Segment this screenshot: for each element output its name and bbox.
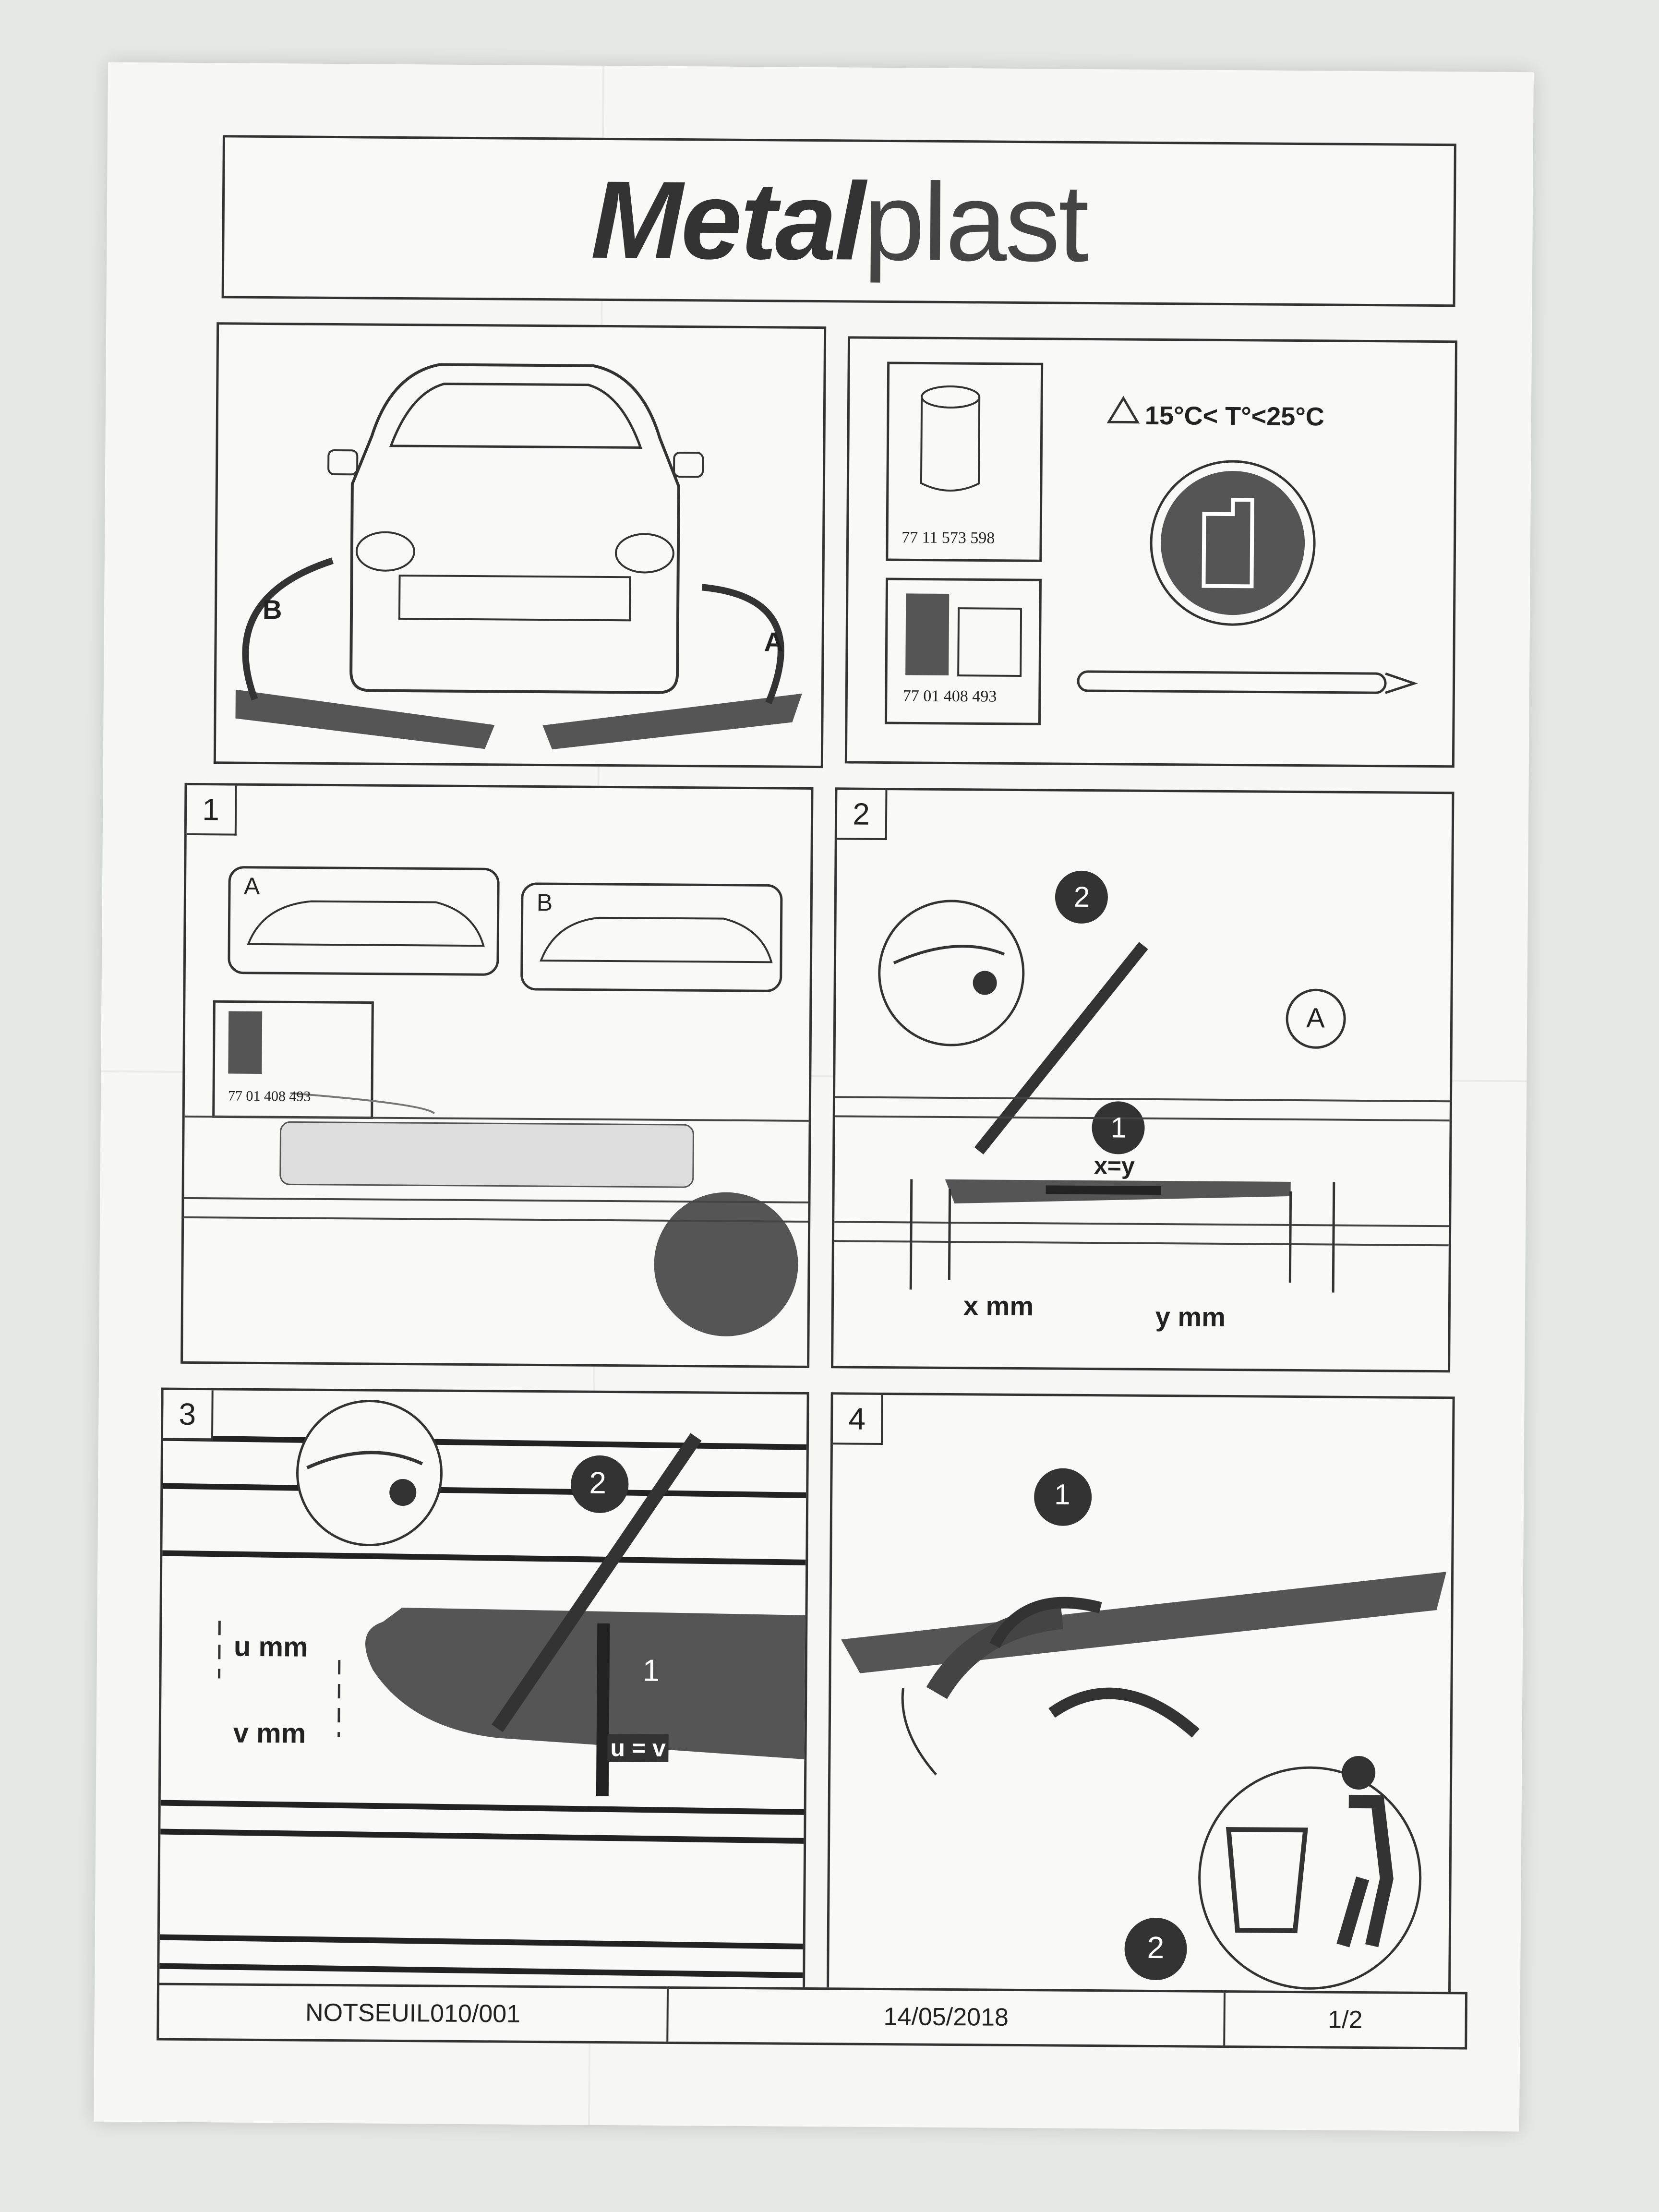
y-mm-label: y mm xyxy=(1155,1301,1226,1333)
circle-2: 2 xyxy=(1147,1930,1165,1965)
brand-logo: Metalplast xyxy=(590,156,1088,286)
sill-plate-a xyxy=(542,693,802,750)
eye-icon xyxy=(878,900,1025,1046)
footer-bar: NOTSEUIL010/001 14/05/2018 1/2 xyxy=(156,1983,1468,2050)
brand-header: Metalplast xyxy=(221,135,1456,307)
sill-plate-end xyxy=(365,1608,805,1759)
step-number: 2 xyxy=(837,790,888,841)
step-number: 1 xyxy=(186,785,237,836)
label-b: B xyxy=(262,594,282,625)
gloves-icon xyxy=(1161,471,1305,615)
pencil-icon xyxy=(1077,670,1387,694)
tape-code: 77 11 573 598 xyxy=(902,529,995,547)
sill-plate-peel xyxy=(841,1572,1447,1673)
step-number: 4 xyxy=(832,1395,883,1445)
panel-step-4: 4 1 2 xyxy=(826,1392,1455,1997)
car-front-illustration xyxy=(235,363,802,750)
panel-materials: 77 11 573 598 77 01 408 493 15°C< T°<25°… xyxy=(844,336,1458,768)
cleaner-bottle-icon xyxy=(905,593,950,675)
cleaner-code: 77 01 408 493 xyxy=(902,687,997,706)
label-b: B xyxy=(536,889,553,916)
hand-icon xyxy=(901,1688,938,1776)
panel-step-1: 1 A B 77 01 408 493 xyxy=(180,782,814,1368)
logo-bold-text: Metal xyxy=(590,157,864,283)
circle-1: 1 xyxy=(1110,1111,1127,1144)
car-side-a xyxy=(247,900,485,947)
circle-1: 1 xyxy=(642,1653,660,1688)
panel-car-overview: B A xyxy=(213,322,827,769)
step-number: 3 xyxy=(163,1390,214,1441)
u-mm-label: u mm xyxy=(233,1631,308,1663)
panel-step-3: 3 2 1 u mm v mm u = v xyxy=(156,1387,809,2011)
eye-icon xyxy=(296,1400,443,1547)
label-a: A xyxy=(1306,1002,1325,1034)
circle-2: 2 xyxy=(589,1465,607,1501)
circle-1: 1 xyxy=(1054,1478,1070,1511)
page-number: 1/2 xyxy=(1327,2006,1363,2034)
label-a: A xyxy=(764,626,784,657)
v-mm-label: v mm xyxy=(233,1717,306,1749)
warning-icon xyxy=(1106,396,1140,424)
label-a: A xyxy=(243,872,260,900)
panel-step-2: 2 2 1 A x=y x mm y mm xyxy=(831,787,1455,1373)
logo-light-text: plast xyxy=(863,159,1088,285)
instruction-sheet: Metalplast B A xyxy=(94,62,1534,2132)
sill-plate-b xyxy=(235,689,495,749)
tape-roll-icon xyxy=(921,385,981,409)
temperature-range: 15°C< T°<25°C xyxy=(1144,401,1325,432)
recycle-bin-icon xyxy=(1198,1766,1422,1990)
equation-u-v: u = v xyxy=(607,1734,669,1762)
x-mm-label: x mm xyxy=(963,1290,1034,1322)
gloves-icon xyxy=(654,1192,798,1336)
doc-code: NOTSEUIL010/001 xyxy=(159,1985,669,2042)
circle-2: 2 xyxy=(1073,880,1090,914)
equation-x-y: x=y xyxy=(1094,1152,1135,1179)
sill-area xyxy=(279,1121,694,1188)
cleaner-code: 77 01 408 493 xyxy=(228,1088,311,1105)
doc-date: 14/05/2018 xyxy=(668,1988,1226,2046)
car-side-b xyxy=(540,916,773,963)
